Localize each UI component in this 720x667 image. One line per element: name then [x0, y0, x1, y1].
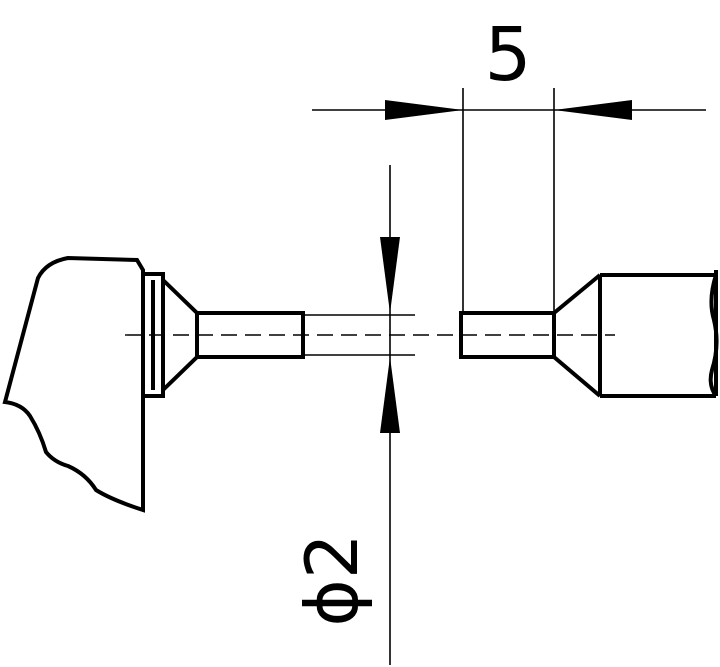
arrow-diameter-bottom [380, 357, 400, 433]
dimension-label-gap: 5 [484, 12, 531, 98]
right-cone [552, 273, 602, 398]
right-shank-break [708, 274, 719, 398]
arrow-diameter-top [380, 237, 400, 313]
left-housing-outline [2, 255, 145, 513]
right-shank [598, 270, 718, 398]
arrow-gap-right [554, 100, 632, 120]
arrow-gap-left [385, 100, 463, 120]
dimension-label-diameter: ϕ2 [290, 533, 374, 626]
